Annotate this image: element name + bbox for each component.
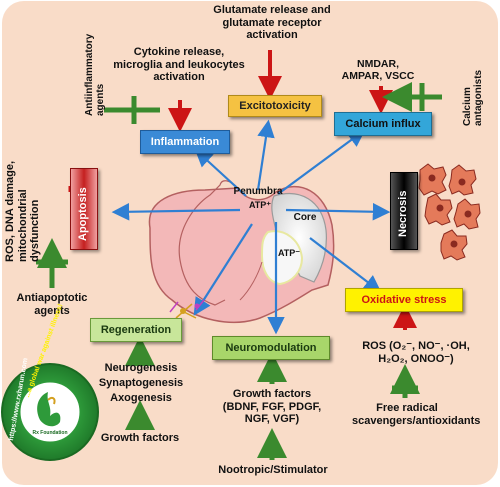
ros-species-line2: H₂O₂, ONOO⁻) <box>378 352 454 365</box>
inflammation-box: Inflammation <box>140 130 230 154</box>
calcium-antagonists-label: Calcium antagonists <box>462 69 484 126</box>
ros-species-line1: ROS (O₂⁻, NO⁻, ·OH, <box>362 340 470 352</box>
antiinflammatory-label: Antiinflammatory agents <box>84 33 106 116</box>
regeneration-box: Regeneration <box>90 318 182 342</box>
axogenesis-label: Axogenesis <box>110 392 172 404</box>
nmdar-label: NMDAR, AMPAR, VSCC <box>341 58 415 83</box>
growth-factors-list-line2: (BDNF, FGF, PDGF, <box>222 400 322 413</box>
calcium-influx-box: Calcium influx <box>334 112 432 136</box>
necrosis-cells <box>418 163 481 261</box>
free-radical-label: Free radical scavengers/antioxidants <box>352 402 481 427</box>
cytokine-label: Cytokine release, microglia and leukocyt… <box>113 46 245 84</box>
growth-factors-list-line3: NGF, VGF) <box>244 413 300 426</box>
growth-factors-regen-label: Growth factors <box>100 432 180 444</box>
foundation-logo <box>1 363 99 461</box>
neuron-illustration <box>169 299 205 319</box>
core-label: Core <box>293 212 317 223</box>
pathway-arrows <box>111 119 391 335</box>
growth-factors-list-line1: Growth factors <box>232 388 312 400</box>
penumbra-label: Penumbra <box>233 186 283 197</box>
oxidative-stress-box: Oxidative stress <box>345 288 463 312</box>
brain-section <box>148 180 335 324</box>
apoptosis-label: Apoptosis <box>77 187 89 241</box>
ros-damage-label: ROS, DNA damage, mitochondrial dysfuncti… <box>4 160 42 262</box>
excitotoxicity-box: Excitotoxicity <box>228 95 322 117</box>
synaptogenesis-label: Synaptogenesis <box>98 377 184 389</box>
antiapoptotic-label: Antiapoptotic agents <box>16 292 88 317</box>
atp-plus-label: ATP⁺ <box>248 200 272 210</box>
ros-species-label: ROS (O₂⁻, NO⁻, ·OH, H₂O₂, ONOO⁻) <box>346 340 486 365</box>
neuromodulation-box: Neuromodulation <box>212 336 330 360</box>
logo-center-text: Rx Foundation <box>32 430 68 436</box>
nootropic-label: Nootropic/Stimulator <box>218 464 328 476</box>
apoptosis-box: Apoptosis <box>70 168 98 250</box>
neurogenesis-label: Neurogenesis <box>104 362 178 374</box>
glutamate-label: Glutamate release and glutamate receptor… <box>213 4 331 42</box>
atp-minus-label: ATP⁻ <box>277 248 301 258</box>
stimulus-arrows <box>68 50 417 330</box>
inhibitor-symbols <box>36 82 442 460</box>
necrosis-label: Necrosis <box>397 190 409 237</box>
necrosis-box: Necrosis <box>390 172 418 250</box>
growth-factors-list: Growth factors (BDNF, FGF, PDGF, NGF, VG… <box>212 388 332 426</box>
